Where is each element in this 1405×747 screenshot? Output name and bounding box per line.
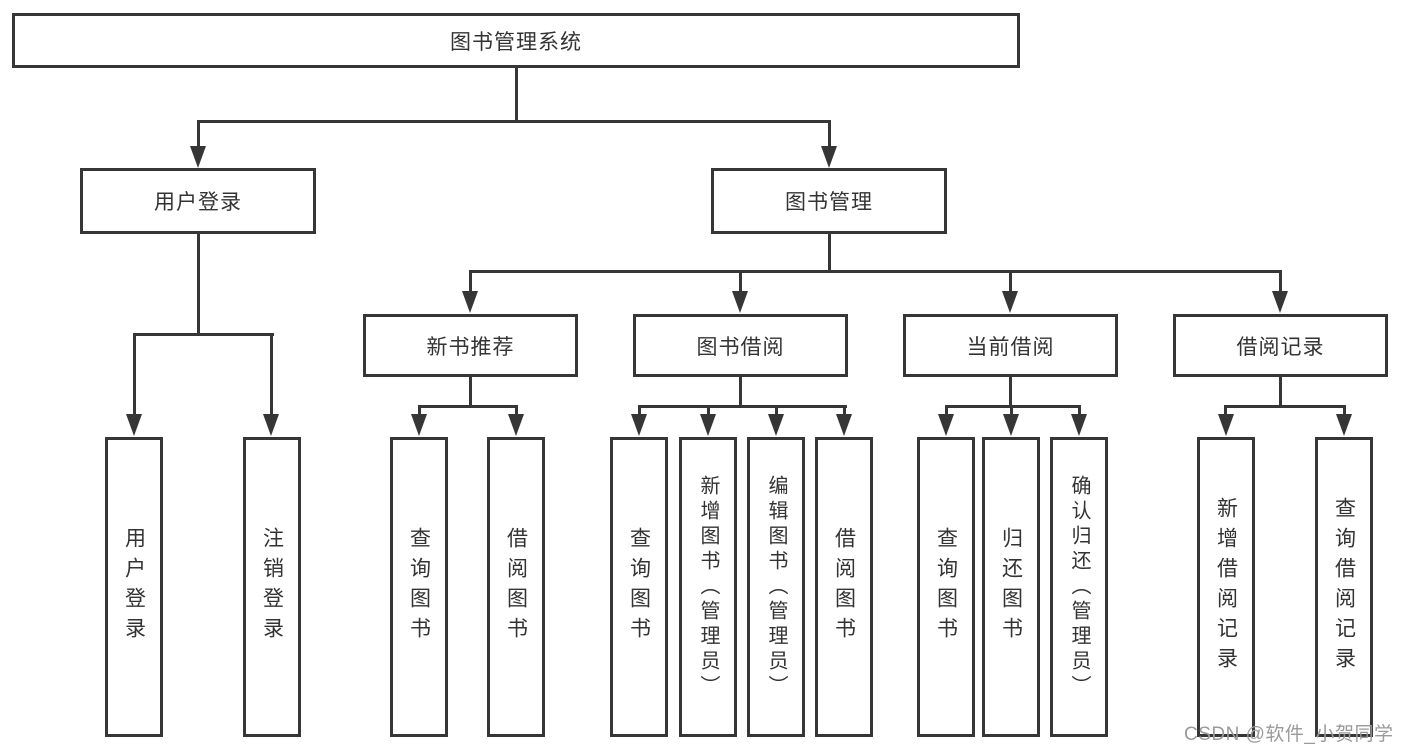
connector-line: [197, 234, 200, 335]
connector-line: [418, 405, 518, 408]
node-leaf-edit-book-admin: 编辑图书（管理员）: [747, 437, 805, 737]
node-label: 借阅图书: [504, 527, 528, 647]
arrowhead-down-icon: [1272, 291, 1288, 313]
connector-line: [1279, 270, 1282, 292]
arrowhead-down-icon: [1218, 414, 1234, 436]
arrowhead-down-icon: [631, 414, 647, 436]
connector-line: [739, 270, 742, 292]
node-label: 查询图书: [407, 527, 431, 647]
node-label: 借阅记录: [1236, 335, 1325, 359]
node-label: 图书管理系统: [450, 30, 582, 54]
arrowhead-down-icon: [821, 146, 837, 168]
csdn-watermark: CSDN @软件_小贺同学: [1184, 724, 1394, 745]
connector-line: [945, 405, 1081, 408]
connector-line: [270, 333, 273, 415]
node-label: 编辑图书（管理员）: [765, 474, 787, 700]
connector-line: [1343, 405, 1346, 416]
connector-line: [707, 405, 710, 416]
node-label: 注销登录: [260, 527, 284, 647]
connector-line: [1009, 377, 1012, 407]
node-leaf-confirm-return-admin: 确认归还（管理员）: [1050, 437, 1108, 737]
node-label: 用户登录: [122, 527, 146, 647]
node-leaf-add-book-admin: 新增图书（管理员）: [679, 437, 737, 737]
arrowhead-down-icon: [732, 291, 748, 313]
node-leaf-logout: 注销登录: [243, 437, 301, 737]
node-label: 图书借阅: [696, 335, 785, 359]
node-book-borrow: 图书借阅: [633, 314, 848, 377]
node-borrow-records: 借阅记录: [1173, 314, 1388, 377]
connector-line: [1009, 270, 1012, 292]
node-label: 图书管理: [785, 191, 873, 214]
connector-line: [197, 120, 200, 148]
node-leaf-borrow-book-1: 借阅图书: [487, 437, 545, 737]
node-leaf-query-book-1: 查询图书: [390, 437, 448, 737]
connector-line: [197, 120, 831, 123]
node-leaf-user-login: 用户登录: [105, 437, 163, 737]
connector-line: [1279, 377, 1282, 407]
connector-line: [515, 405, 518, 416]
node-leaf-return-book: 归还图书: [982, 437, 1040, 737]
connector-line: [945, 405, 948, 416]
connector-line: [638, 405, 641, 416]
arrowhead-down-icon: [836, 414, 852, 436]
connector-line: [133, 333, 274, 336]
node-label: 新增图书（管理员）: [697, 474, 719, 700]
node-leaf-query-borrow-record: 查询借阅记录: [1315, 437, 1373, 737]
arrowhead-down-icon: [1071, 414, 1087, 436]
node-label: 确认归还（管理员）: [1068, 474, 1090, 700]
node-new-book-recommend: 新书推荐: [363, 314, 578, 377]
arrowhead-down-icon: [700, 414, 716, 436]
connector-line: [469, 270, 1282, 273]
node-label: 归还图书: [999, 527, 1023, 647]
arrowhead-down-icon: [462, 291, 478, 313]
arrowhead-down-icon: [126, 414, 142, 436]
arrowhead-down-icon: [1336, 414, 1352, 436]
node-label: 用户登录: [154, 191, 242, 214]
arrowhead-down-icon: [1003, 414, 1019, 436]
arrowhead-down-icon: [1002, 291, 1018, 313]
node-label: 当前借阅: [966, 335, 1055, 359]
node-label: 查询图书: [627, 527, 651, 647]
node-label: 查询借阅记录: [1332, 497, 1356, 677]
connector-line: [775, 405, 778, 416]
connector-line: [418, 405, 421, 416]
arrowhead-down-icon: [508, 414, 524, 436]
connector-line: [469, 270, 472, 292]
node-label: 新增借阅记录: [1214, 497, 1238, 677]
connector-line: [1224, 405, 1346, 408]
connector-line: [133, 333, 136, 415]
arrowhead-down-icon: [411, 414, 427, 436]
connector-line: [1078, 405, 1081, 416]
arrowhead-down-icon: [190, 146, 206, 168]
arrowhead-down-icon: [263, 414, 279, 436]
arrowhead-down-icon: [938, 414, 954, 436]
node-label: 借阅图书: [832, 527, 856, 647]
node-label: 查询图书: [934, 527, 958, 647]
node-book-management-group: 图书管理: [711, 168, 947, 234]
node-leaf-add-borrow-record: 新增借阅记录: [1197, 437, 1255, 737]
connector-line: [828, 120, 831, 148]
node-user-login-group: 用户登录: [80, 168, 316, 234]
connector-line: [1010, 405, 1013, 416]
connector-line: [638, 405, 847, 408]
connector-line: [739, 377, 742, 407]
node-library-system: 图书管理系统: [12, 13, 1020, 68]
connector-line: [828, 234, 831, 272]
connector-line: [843, 405, 846, 416]
node-leaf-query-book-3: 查询图书: [917, 437, 975, 737]
node-leaf-query-book-2: 查询图书: [610, 437, 668, 737]
node-leaf-borrow-book-2: 借阅图书: [815, 437, 873, 737]
arrowhead-down-icon: [768, 414, 784, 436]
node-current-borrow: 当前借阅: [903, 314, 1118, 377]
connector-line: [469, 377, 472, 407]
connector-line: [1224, 405, 1227, 416]
node-label: 新书推荐: [426, 335, 515, 359]
connector-line: [515, 66, 518, 122]
